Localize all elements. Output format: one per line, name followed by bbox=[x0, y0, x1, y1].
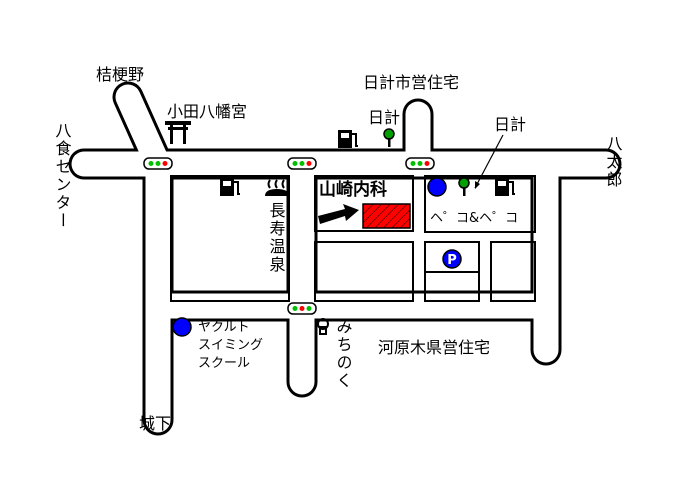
traffic-light-icon bbox=[287, 157, 317, 170]
yakult-swimming-marker-icon bbox=[172, 317, 192, 337]
gas-station-icon bbox=[220, 178, 240, 196]
place-hikei-shiei: 日計市営住宅 bbox=[363, 73, 459, 92]
michinoku-icon bbox=[317, 318, 329, 335]
traffic-light-icon bbox=[405, 157, 435, 170]
place-joka: 城下 bbox=[139, 414, 171, 433]
direction-arrow-icon bbox=[318, 204, 359, 224]
place-hikei-direction: 日計 bbox=[494, 115, 526, 134]
gas-station-icon bbox=[338, 130, 358, 148]
block-east bbox=[490, 241, 536, 302]
place-kikyono: 桔梗野 bbox=[96, 65, 144, 84]
traffic-light-icon bbox=[143, 157, 173, 170]
place-hachinohe-center: 八食センター bbox=[53, 122, 72, 230]
blocks bbox=[170, 175, 536, 302]
roads-fill bbox=[71, 84, 619, 433]
place-yakult-line3: スクール bbox=[198, 356, 250, 371]
tree-icon bbox=[458, 177, 470, 196]
block-pecopeco bbox=[424, 175, 536, 233]
place-yakult-line1: ヤクルト bbox=[198, 320, 250, 335]
place-yakult-line2: スイミング bbox=[198, 338, 263, 353]
clinic-marker bbox=[362, 203, 411, 229]
block-clinic bbox=[314, 175, 414, 232]
place-peco-peco: ヘ゜コ&ヘ゜コ bbox=[430, 211, 518, 226]
place-michinoku: みちのく bbox=[334, 318, 353, 390]
place-kawaragi-housing: 河原木県営住宅 bbox=[378, 338, 490, 357]
hot-spring-icon bbox=[265, 179, 289, 196]
parking-label: P bbox=[447, 253, 457, 268]
gas-station-icon bbox=[495, 178, 515, 196]
block-parking-bottom bbox=[424, 271, 480, 302]
pecopeco-marker-icon bbox=[427, 177, 447, 197]
clinic-name: 山崎内科 bbox=[319, 179, 387, 200]
place-hachitaro: 八太郎 bbox=[604, 135, 623, 189]
tree-icon bbox=[383, 128, 395, 147]
place-chouju-onsen: 長寿温泉 bbox=[267, 202, 286, 274]
parking-icon: P bbox=[442, 249, 462, 269]
traffic-light-icon bbox=[287, 302, 317, 315]
place-oda-hachimangu: 小田八幡宮 bbox=[167, 102, 247, 121]
hikei-pointer bbox=[474, 134, 504, 189]
place-hikei-light: 日計 bbox=[368, 108, 400, 127]
torii-icon bbox=[165, 121, 191, 144]
block-west bbox=[170, 175, 290, 302]
block-center bbox=[314, 241, 414, 302]
